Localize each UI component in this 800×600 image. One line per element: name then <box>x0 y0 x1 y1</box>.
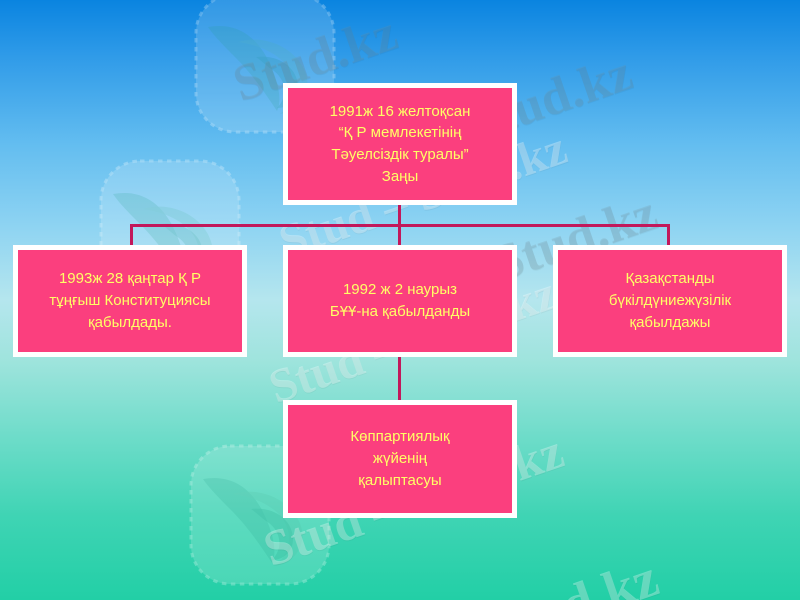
node-left-line-1: 1993ж 28 қаңтар Қ Р <box>58 270 202 288</box>
node-root-line-4: Заңы <box>381 167 419 185</box>
node-left-line-2: тұңғыш Конституциясы <box>49 292 211 310</box>
connector-middle-to-bottom <box>398 357 401 403</box>
flowchart-node-middle[interactable]: 1992 ж 2 наурыз БҰҰ-на қабылданды <box>283 245 517 357</box>
node-middle-line-1: 1992 ж 2 наурыз <box>342 281 458 299</box>
node-right-line-2: бүкілдүниежүзілік <box>608 292 732 310</box>
node-right-line-3: қабылдажы <box>629 313 711 331</box>
node-right-line-1: Қазақстанды <box>625 270 715 288</box>
node-bottom-line-2: жүйенің <box>372 450 428 468</box>
flowchart-node-left[interactable]: 1993ж 28 қаңтар Қ Р тұңғыш Конституциясы… <box>13 245 247 357</box>
connector-left-down <box>130 224 133 248</box>
flowchart-node-right[interactable]: Қазақстанды бүкілдүниежүзілік қабылдажы <box>553 245 787 357</box>
node-root-line-3: Тәуелсіздік туралы” <box>331 146 469 163</box>
connector-right-down <box>667 224 670 248</box>
node-middle-line-2: БҰҰ-на қабылданды <box>329 303 471 320</box>
node-bottom-line-1: Көппартиялық <box>350 428 450 446</box>
connector-middle-down <box>398 224 401 248</box>
node-root-line-2: “Қ Р мемлекетінің <box>338 124 462 142</box>
node-root-line-1: 1991ж 16 желтоқсан <box>329 102 471 120</box>
flowchart-node-root[interactable]: 1991ж 16 желтоқсан “Қ Р мемлекетінің Тәу… <box>283 83 517 205</box>
connector-root-down <box>398 205 401 227</box>
node-left-line-3: қабылдады. <box>88 313 172 331</box>
flowchart-node-bottom[interactable]: Көппартиялық жүйенің қалыптасуы <box>283 400 517 518</box>
node-bottom-line-3: қалыптасуы <box>358 471 442 489</box>
